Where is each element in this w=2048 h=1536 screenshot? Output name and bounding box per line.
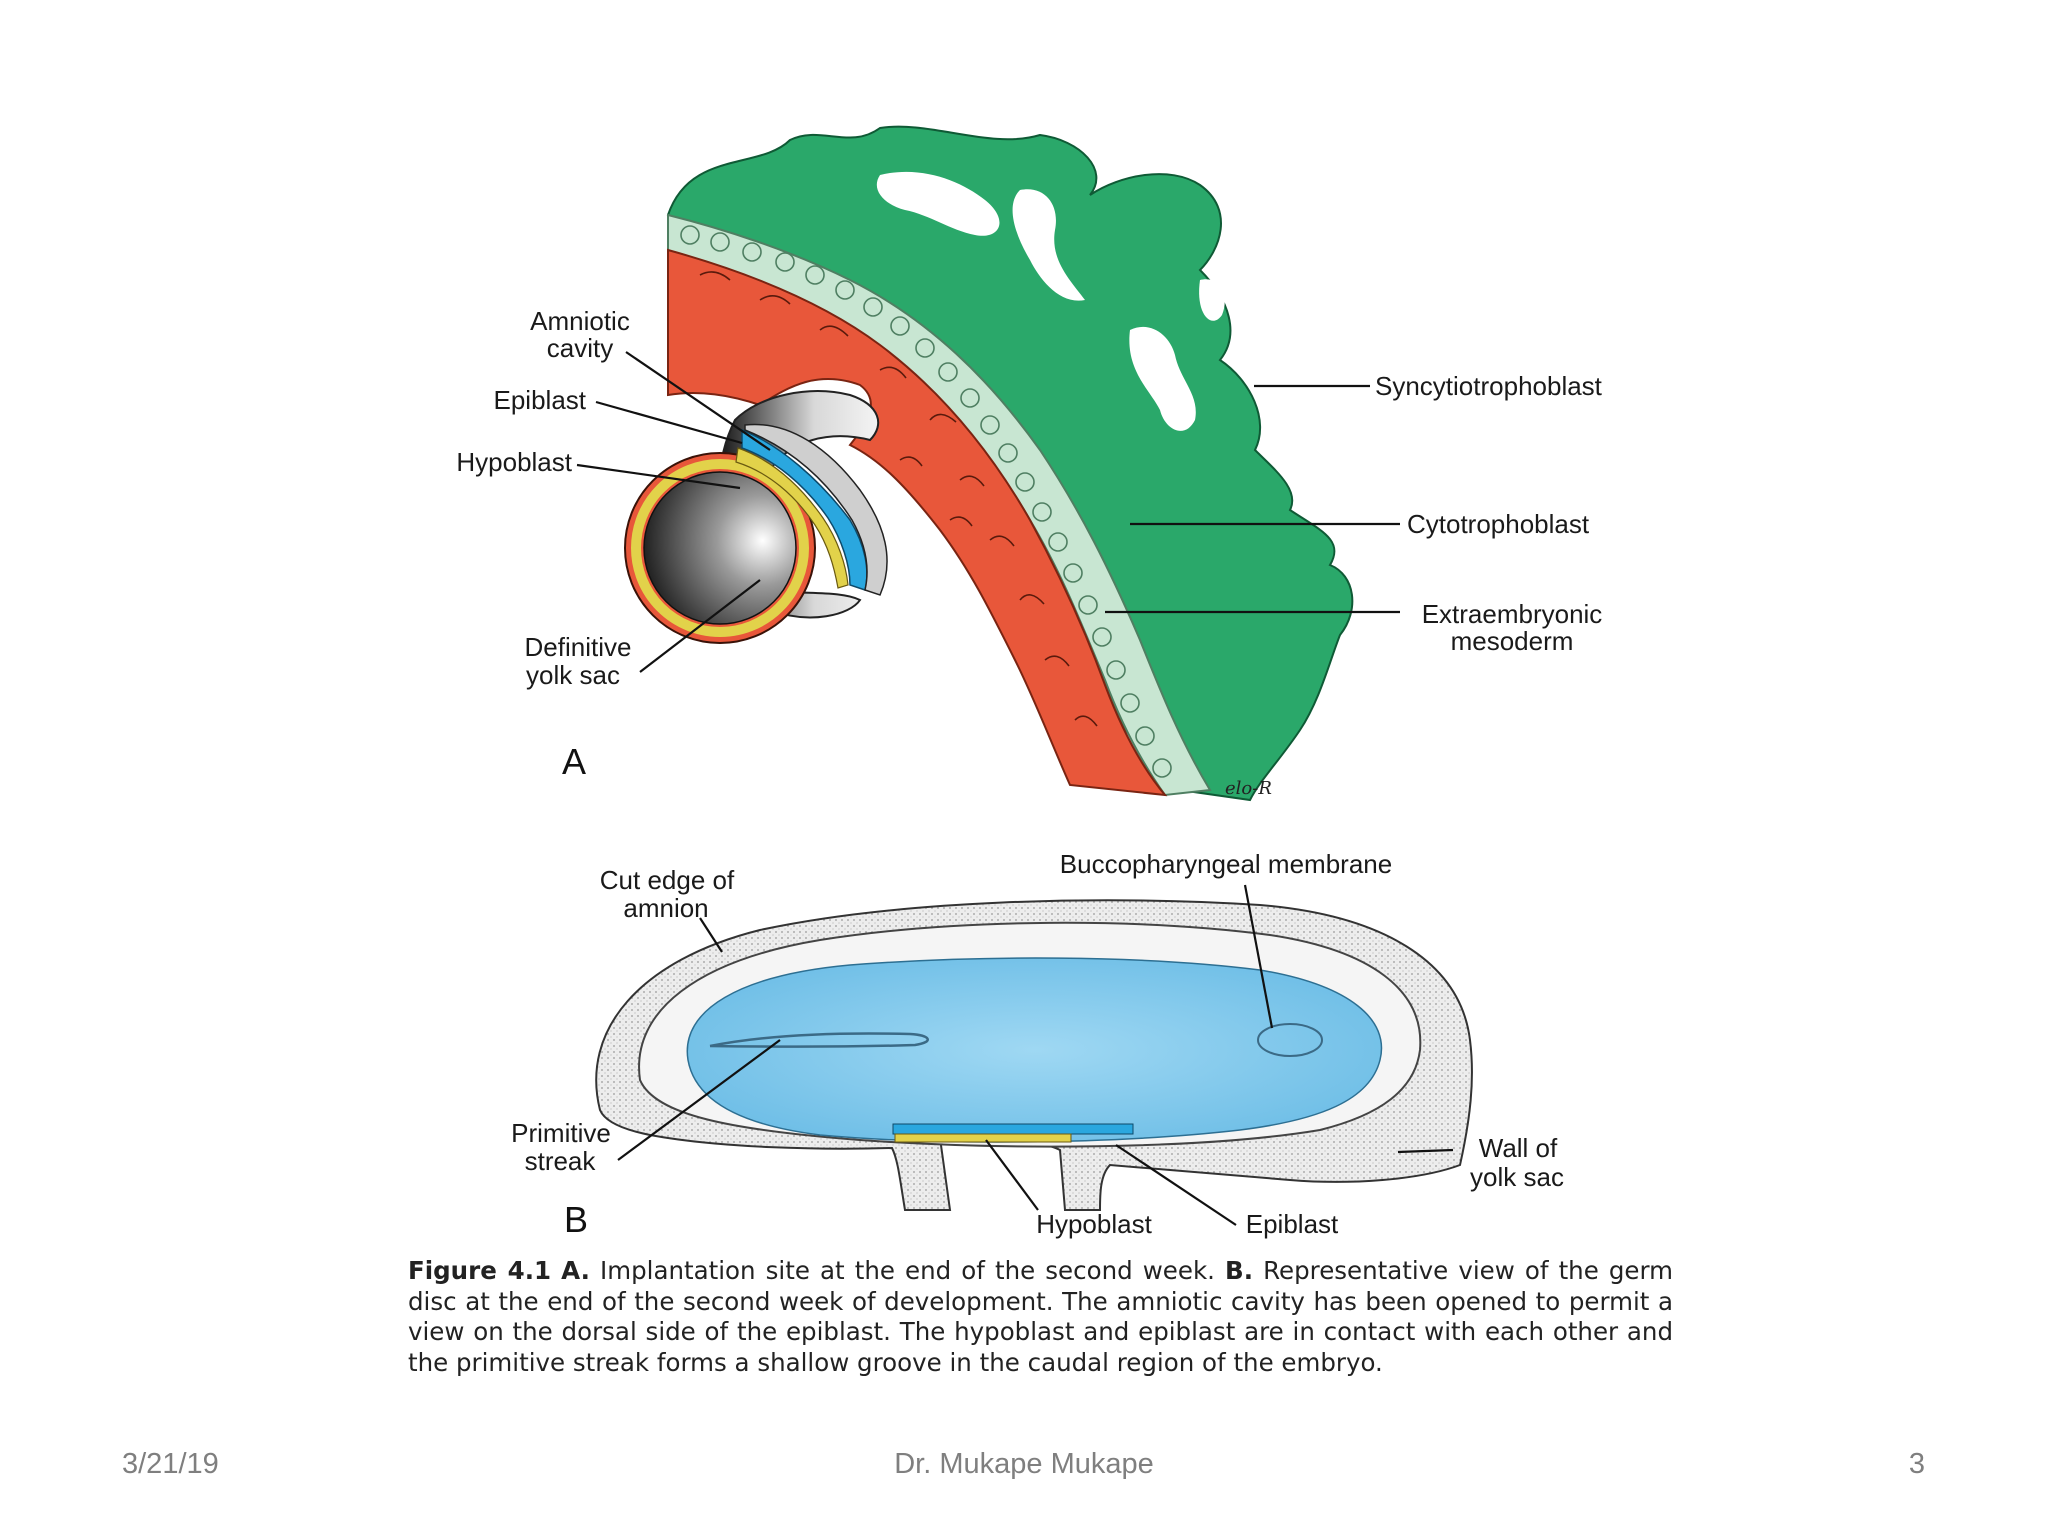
label-extraembryonic-mesoderm-1: Extraembryonic [1422, 599, 1603, 629]
hypoblast-ring [631, 459, 809, 637]
amniotic-cavity [744, 423, 888, 596]
germ-disc [686, 957, 1383, 1143]
buccopharyngeal-membrane [1257, 1023, 1323, 1057]
cytotrophoblast-cells [680, 225, 1172, 778]
label-cytotrophoblast: Cytotrophoblast [1407, 509, 1590, 539]
panel-letter-a: A [562, 741, 586, 782]
label-epiblast-a: Epiblast [494, 385, 587, 415]
lacuna [1129, 326, 1196, 431]
definitive-yolk-sac-cavity [643, 471, 797, 625]
caption-b-text: Representative view of the germ disc at … [408, 1256, 1674, 1377]
slide-number: 3 [1908, 1448, 1925, 1480]
extraembryonic-mesoderm-layer [667, 248, 1168, 797]
figure-caption: Figure 4.1 A. Implantation site at the e… [408, 1256, 1673, 1378]
caption-b-label: B. [1225, 1256, 1254, 1285]
label-wall-of-yolk-sac-1: Wall of [1479, 1133, 1558, 1163]
lacuna [1012, 189, 1085, 301]
mesoderm-cells [699, 271, 1098, 727]
hypoblast-layer [735, 447, 849, 589]
label-definitive-yolk-sac-1: Definitive [525, 632, 632, 662]
label-cut-edge-of-amnion-1: Cut edge of [600, 865, 735, 895]
label-primitive-streak-1: Primitive [511, 1118, 611, 1148]
footer-author: Dr. Mukape Mukape [894, 1448, 1154, 1480]
lacuna [876, 171, 1000, 236]
caption-figure-label: Figure 4.1 [408, 1256, 552, 1285]
label-amniotic-cavity-2: cavity [547, 333, 613, 363]
panel-letter-b: B [564, 1199, 588, 1240]
artist-signature: elo-R [1225, 778, 1272, 799]
label-syncytiotrophoblast: Syncytiotrophoblast [1375, 371, 1603, 401]
epiblast-edge [892, 1123, 1134, 1135]
label-buccopharyngeal-membrane: Buccopharyngeal membrane [1060, 849, 1392, 879]
lacuna [1302, 489, 1325, 519]
caption-a-text: Implantation site at the end of the seco… [589, 1256, 1226, 1285]
primitive-streak [709, 1032, 929, 1048]
label-extraembryonic-mesoderm-2: mesoderm [1451, 626, 1574, 656]
label-cut-edge-of-amnion-2: amnion [623, 893, 708, 923]
caption-a-label: A. [561, 1256, 590, 1285]
footer-date: 3/21/19 [122, 1448, 219, 1480]
hypoblast-edge [894, 1133, 1072, 1143]
lacuna [1199, 279, 1225, 321]
label-definitive-yolk-sac-2: yolk sac [526, 660, 620, 690]
label-hypoblast-b: Hypoblast [1036, 1209, 1152, 1239]
label-hypoblast-a: Hypoblast [456, 447, 572, 477]
label-amniotic-cavity-1: Amniotic [530, 306, 630, 336]
label-epiblast-b: Epiblast [1246, 1209, 1339, 1239]
figure-a: Amniotic cavity Epiblast Hypoblast Defin… [456, 125, 1603, 802]
label-primitive-streak-2: streak [525, 1146, 597, 1176]
label-wall-of-yolk-sac-2: yolk sac [1470, 1162, 1564, 1192]
figure-b: Cut edge of amnion Buccopharyngeal membr… [511, 849, 1564, 1240]
